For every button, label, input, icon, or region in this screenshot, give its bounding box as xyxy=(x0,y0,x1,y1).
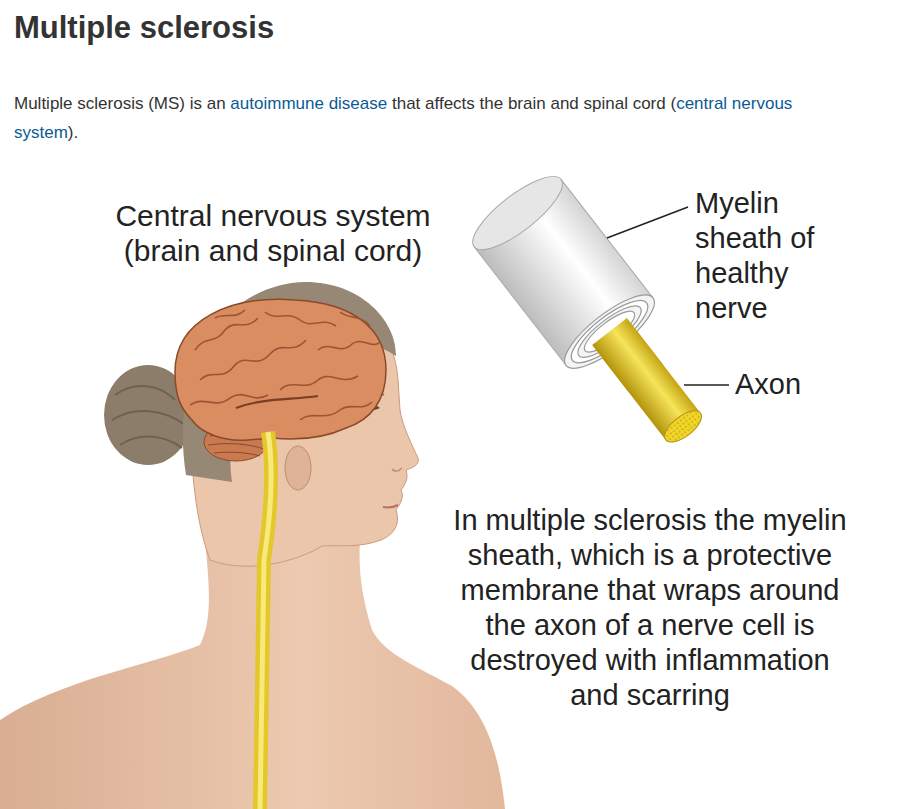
brain-folds xyxy=(190,310,380,420)
link-text: autoimmune disease xyxy=(230,94,387,113)
explanation-text: In multiple sclerosis the myelin sheath,… xyxy=(448,503,852,713)
intro-paragraph: Multiple sclerosis (MS) is anautoimmune … xyxy=(14,89,854,147)
leader-line xyxy=(607,207,688,238)
part-label: Axon xyxy=(735,367,855,402)
page-title: Multiple sclerosis xyxy=(14,10,274,46)
leader-line xyxy=(684,384,729,386)
sylvian-fissure xyxy=(236,396,318,408)
brain xyxy=(175,299,386,440)
torso xyxy=(0,540,505,809)
mouth xyxy=(383,505,398,507)
bun-strands xyxy=(112,386,185,448)
intro-text: Multiple sclerosis (MS) is an xyxy=(14,94,226,113)
part-label: Myelin sheath of healthy nerve xyxy=(695,186,863,326)
spinal-cord xyxy=(260,432,271,809)
spinal-cord-highlight xyxy=(260,432,271,809)
intro-text: that affects the brain and spinal cord ( xyxy=(392,94,676,113)
nerve-fibre xyxy=(463,165,733,468)
figure-label: Central nervous system (brain and spinal… xyxy=(87,198,459,268)
ear xyxy=(285,446,311,490)
intro-text: ). xyxy=(68,123,78,142)
nostril xyxy=(392,468,402,471)
